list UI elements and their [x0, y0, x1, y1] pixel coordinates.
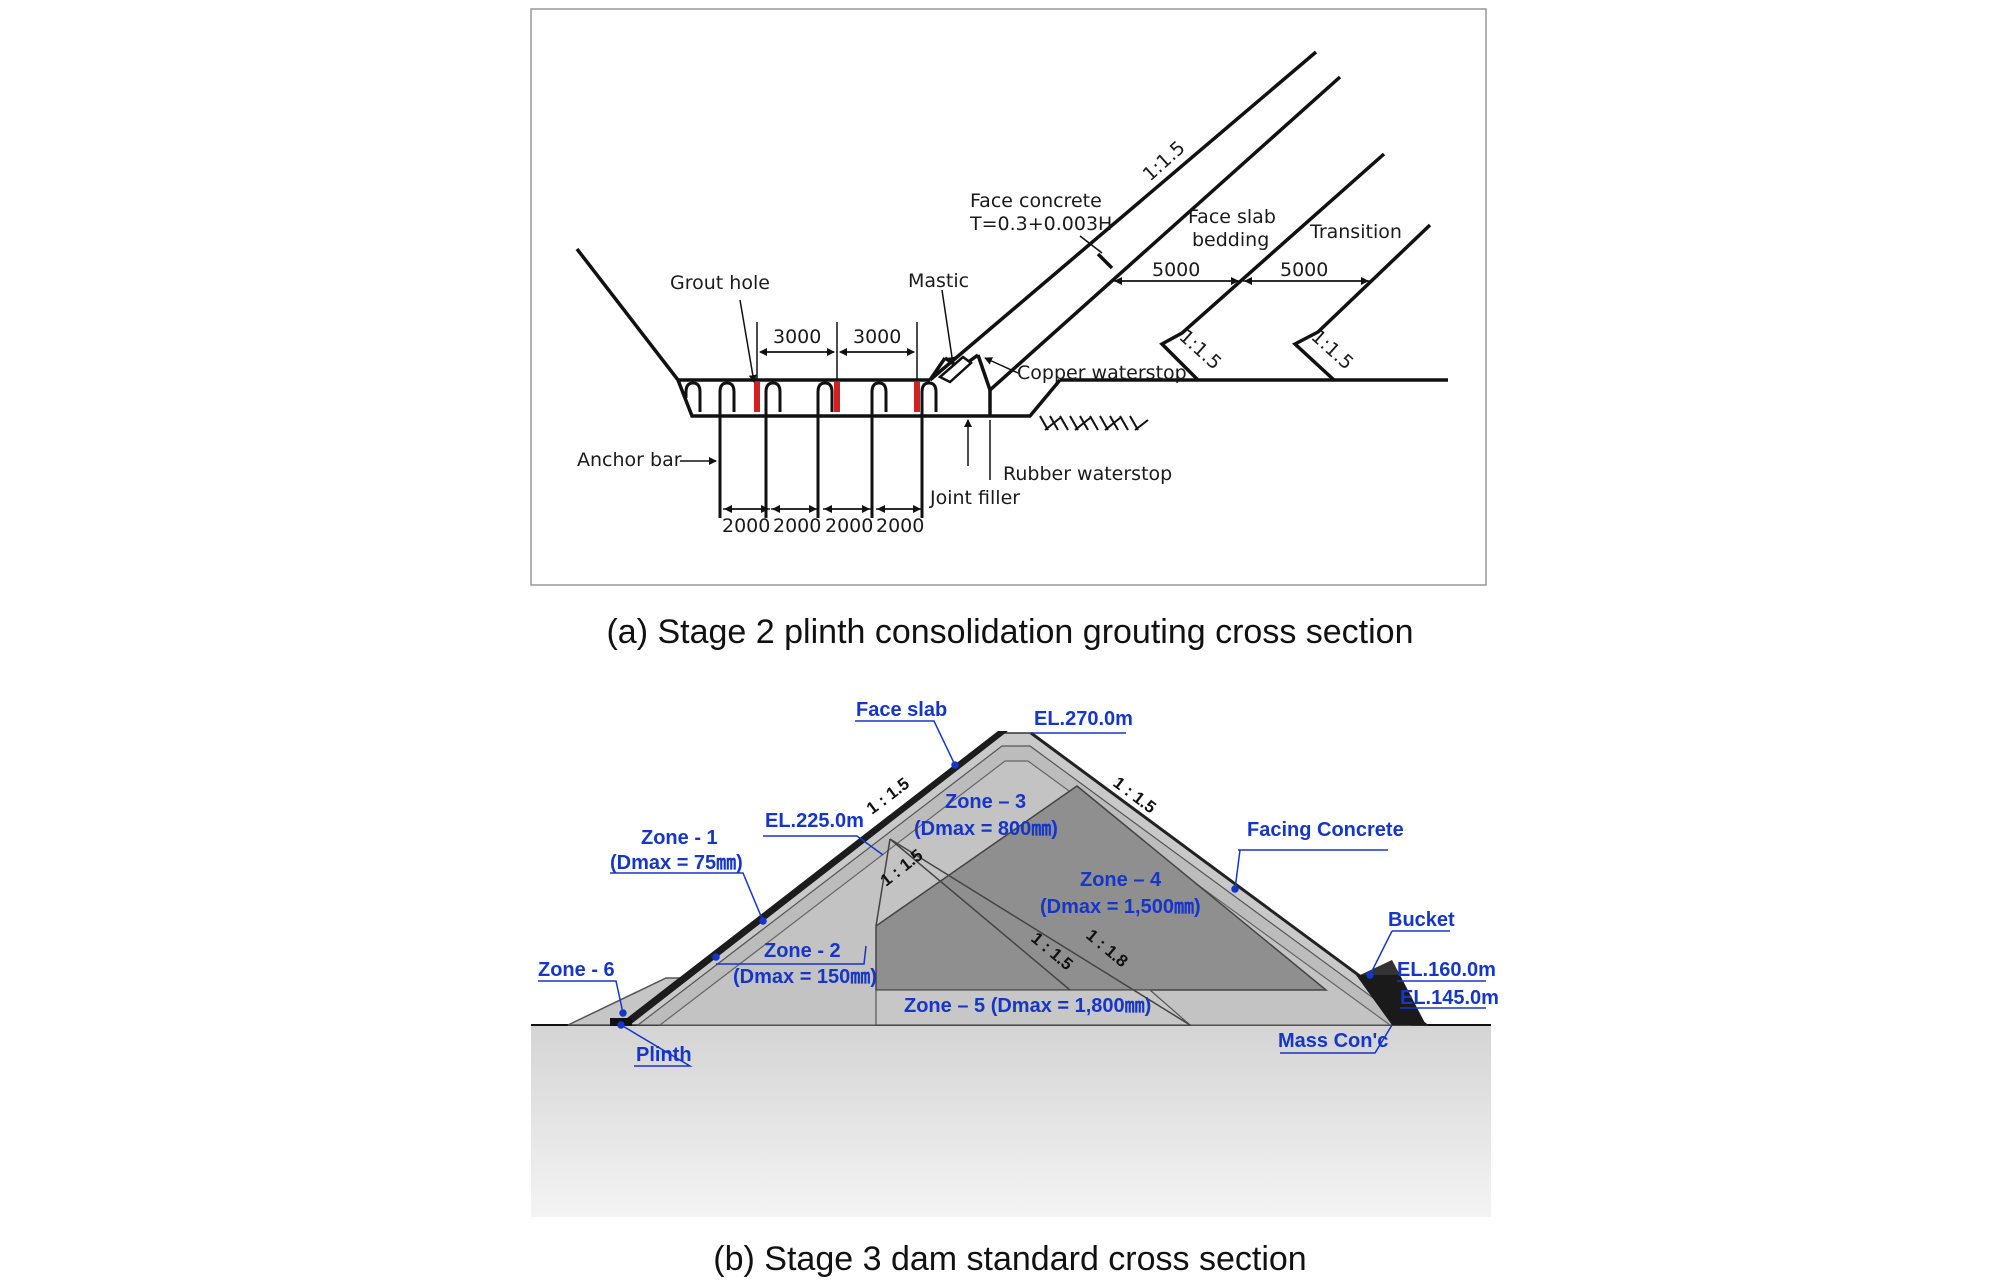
dim-5000-a: 5000 — [1152, 259, 1200, 281]
dim-2000-3: 2000 — [825, 515, 873, 537]
caption-a: (a) Stage 2 plinth consolidation groutin… — [606, 613, 1413, 651]
face-slab-b-label: Face slab — [856, 699, 947, 721]
panel-a: 1:1.5 Face concrete T=0.3+0.003H Face sl… — [530, 8, 1487, 586]
zone2-label: Zone - 2 — [764, 940, 841, 962]
face-concrete-thickness-label: T=0.3+0.003H — [969, 213, 1112, 235]
dim-2000-1: 2000 — [722, 515, 770, 537]
dim-3000-b: 3000 — [853, 326, 901, 348]
el-270-label: EL.270.0m — [1034, 708, 1133, 730]
el-160-label: EL.160.0m — [1397, 959, 1496, 981]
dim-3000-a: 3000 — [773, 326, 821, 348]
leader-lines — [680, 289, 1019, 480]
el-225-label: EL.225.0m — [765, 810, 864, 832]
bedding-label: bedding — [1192, 229, 1269, 251]
copper-waterstop-label: Copper waterstop — [1017, 362, 1187, 384]
mastic-label: Mastic — [908, 270, 969, 292]
face-slab-label: Face slab — [1188, 206, 1276, 228]
panel-b: Face slab EL.270.0m 1 : 1.5 1 : 1.5 Zone… — [531, 686, 1499, 1217]
zone5-label: Zone – 5 (Dmax = 1,800㎜) — [904, 995, 1151, 1017]
joint-filler-label: Joint filler — [929, 487, 1020, 509]
rubber-waterstop-label: Rubber waterstop — [1003, 463, 1172, 485]
leaders-b — [538, 720, 1486, 1067]
zone6-label: Zone - 6 — [538, 959, 615, 981]
bedrock-hatch — [1039, 415, 1149, 431]
bucket-label: Bucket — [1388, 909, 1455, 931]
zone4-dmax-label: (Dmax = 1,500㎜) — [1040, 896, 1201, 918]
dimension-lines — [723, 277, 1370, 513]
anchor-bar-label: Anchor bar — [577, 449, 682, 471]
zone1-dmax-label: (Dmax = 75㎜) — [610, 852, 743, 874]
ground-foundation — [531, 1025, 1491, 1217]
grout-holes — [754, 382, 920, 412]
grout-hole-label: Grout hole — [670, 272, 770, 294]
zone4-region — [875, 785, 1329, 991]
transition-label: Transition — [1309, 221, 1402, 243]
facing-concrete-label: Facing Concrete — [1247, 819, 1404, 841]
dim-2000-4: 2000 — [876, 515, 924, 537]
zone3-dmax-label: (Dmax = 800㎜) — [914, 818, 1058, 840]
zone1-label: Zone - 1 — [641, 827, 718, 849]
mass-concrete-label: Mass Con'c — [1278, 1030, 1388, 1052]
zone4-label: Zone – 4 — [1080, 869, 1162, 891]
plinth-label: Plinth — [636, 1044, 692, 1066]
grout-hole-3 — [914, 382, 920, 412]
face-concrete-leader — [1079, 235, 1103, 254]
zone-boundaries — [875, 838, 1191, 1026]
grout-hole-1 — [754, 382, 760, 412]
zone2-dmax-label: (Dmax = 150㎜) — [733, 966, 877, 988]
zone3-label: Zone – 3 — [945, 791, 1026, 813]
el-145-label: EL.145.0m — [1400, 987, 1499, 1009]
grout-hole-2 — [834, 382, 840, 412]
panel-a-frame — [530, 8, 1487, 586]
bedding-transition — [1159, 152, 1432, 382]
dim-2000-2: 2000 — [773, 515, 821, 537]
dim-5000-b: 5000 — [1280, 259, 1328, 281]
face-slab-b — [618, 731, 1008, 1025]
bucket-mass-concrete — [1356, 975, 1426, 1025]
caption-b: (b) Stage 3 dam standard cross section — [713, 1240, 1306, 1278]
anchor-bars — [684, 381, 938, 518]
face-concrete-label: Face concrete — [970, 190, 1102, 212]
